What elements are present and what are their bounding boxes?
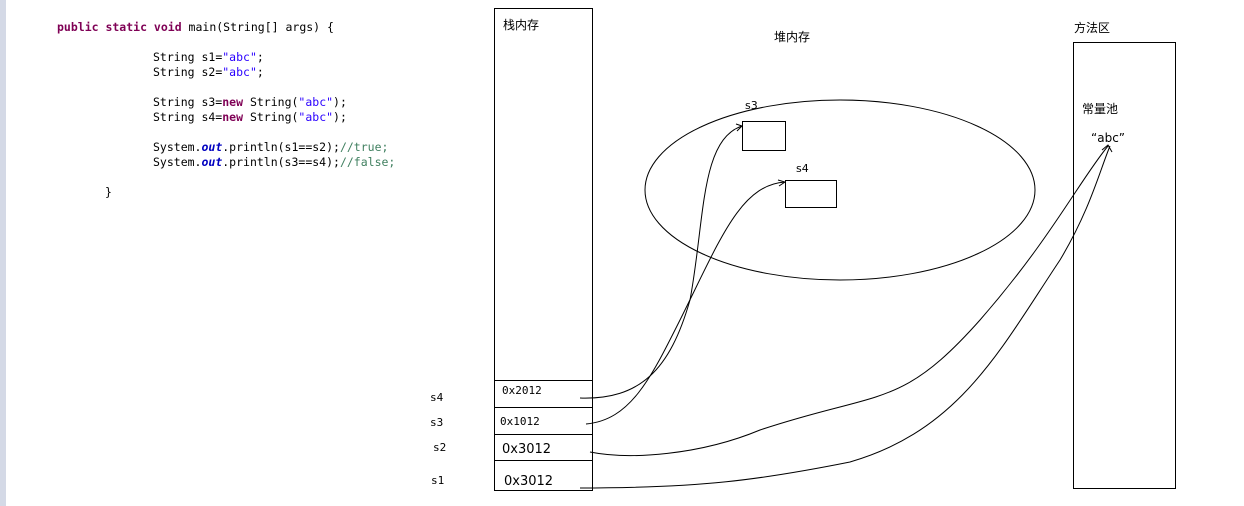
code-line-s1: String s1="abc";	[153, 50, 264, 64]
code-print-2: System.out.println(s3==s4);//false;	[153, 155, 396, 169]
editor-gutter	[0, 0, 6, 506]
stack-var-s2: s2	[433, 441, 447, 454]
stack-addr-s3: 0x1012	[500, 415, 540, 428]
arrowhead	[777, 179, 787, 187]
method-area-box	[1073, 42, 1176, 489]
stack-box	[494, 8, 593, 491]
stack-var-s1: s1	[431, 474, 445, 487]
heap-ellipse	[644, 99, 1036, 281]
code-line-s2: String s2="abc";	[153, 65, 264, 79]
heap-label-s3: s3	[745, 99, 758, 112]
stack-addr-s2: 0x3012	[502, 442, 552, 457]
stack-title: 栈内存	[503, 18, 540, 32]
method-area-title: 方法区	[1074, 21, 1111, 35]
code-line-s3: String s3=new String("abc");	[153, 95, 347, 109]
pool-literal-abc: “abc”	[1091, 131, 1126, 145]
stack-addr-s4: 0x2012	[502, 384, 542, 397]
arrow-s1-to-pool	[579, 145, 1111, 489]
code-signature: public static void main(String[] args) {	[57, 20, 334, 34]
code-line-s4: String s4=new String("abc");	[153, 110, 347, 124]
code-print-1: System.out.println(s1==s2);//true;	[153, 140, 389, 154]
heap-object-s4	[785, 180, 837, 208]
heap-label-s4: s4	[796, 162, 809, 175]
arrow-s2-to-pool	[589, 145, 1109, 457]
arrow-s3-to-heap	[585, 181, 786, 425]
arrowhead	[1101, 144, 1113, 153]
code-close-brace: }	[105, 185, 112, 199]
stack-var-s3: s3	[430, 416, 444, 429]
heap-object-s3	[742, 121, 786, 151]
arrowhead	[735, 123, 743, 132]
stack-var-s4: s4	[430, 391, 444, 404]
stack-addr-s1: 0x3012	[504, 474, 554, 489]
heap-title: 堆内存	[774, 30, 811, 44]
constant-pool-title: 常量池	[1082, 102, 1119, 116]
